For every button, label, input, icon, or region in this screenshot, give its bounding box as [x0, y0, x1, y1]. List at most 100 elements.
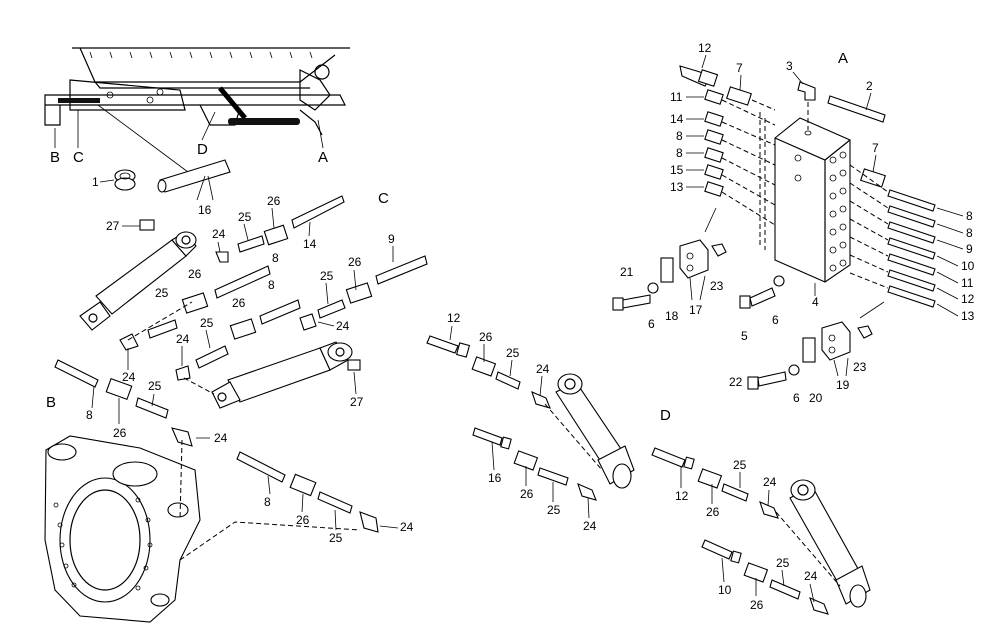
- label-a-23b: 23: [853, 360, 867, 374]
- label-m-24b: 24: [583, 519, 597, 533]
- label-a-6a: 6: [648, 317, 655, 331]
- label-d-25b: 25: [776, 556, 790, 570]
- label-d-26a: 26: [706, 505, 720, 519]
- label-a-2: 2: [866, 79, 873, 93]
- label-d-12: 12: [675, 489, 689, 503]
- nut-23b: [857, 325, 873, 339]
- label-a-8a: 8: [676, 129, 683, 143]
- right-fittings: [849, 164, 936, 308]
- washer-6a: [647, 282, 659, 294]
- overview-assembly: [44, 47, 350, 173]
- label-a-11: 11: [670, 90, 683, 104]
- label-b-8a: 8: [86, 408, 93, 422]
- label-a-22: 22: [729, 375, 743, 389]
- label-c-26a: 26: [267, 194, 281, 208]
- label-b-24a: 24: [214, 431, 228, 445]
- label-a-r9: 9: [966, 242, 973, 256]
- washer-6b: [773, 275, 785, 287]
- fitting-row-m1: [426, 335, 551, 409]
- spacer-18: [660, 257, 674, 283]
- label-d-24b: 24: [804, 569, 818, 583]
- label-c-25d: 25: [320, 269, 334, 283]
- label-m-24a: 24: [536, 362, 550, 376]
- cylinder-c-lower: [211, 341, 353, 409]
- steering-knuckle: [44, 435, 201, 623]
- washer-6c: [788, 364, 800, 376]
- cylinder-middle: [555, 373, 635, 489]
- plug-27b: [347, 359, 361, 371]
- label-c-26c: 26: [232, 296, 246, 310]
- label-c-25b: 25: [155, 286, 169, 300]
- label-a-19: 19: [836, 378, 850, 392]
- cylinder-d: [789, 479, 871, 608]
- label-c-25a: 25: [238, 210, 252, 224]
- label-c-9: 9: [388, 232, 395, 246]
- bolt-5: [739, 287, 776, 309]
- label-a-4: 4: [812, 295, 819, 309]
- label-c-24c: 24: [176, 332, 190, 346]
- label-a-20: 20: [809, 391, 823, 405]
- fitting-row-b2: [236, 451, 379, 533]
- label-c-27b: 27: [350, 395, 364, 409]
- label-d-10: 10: [718, 583, 732, 597]
- label-a-13: 13: [670, 180, 684, 194]
- fitting-row-c3: [175, 345, 229, 381]
- label-c-24a: 24: [212, 227, 226, 241]
- plug-27a: [139, 219, 155, 231]
- label-overview-d: D: [197, 141, 208, 158]
- label-a-8b: 8: [676, 146, 683, 160]
- label-a-23a: 23: [710, 279, 724, 293]
- label-a-6c: 6: [793, 391, 800, 405]
- label-b-26b: 26: [296, 513, 310, 527]
- label-b-26a: 26: [113, 426, 127, 440]
- label-a-r8a: 8: [966, 209, 973, 223]
- label-m-12: 12: [447, 311, 461, 325]
- label-a-r10: 10: [961, 259, 975, 273]
- clamp-19: [821, 321, 851, 361]
- label-a-r11: 11: [961, 276, 974, 290]
- label-c-24b: 24: [122, 370, 136, 384]
- label-overview-c: C: [73, 149, 84, 166]
- fitting-row-m2: [472, 427, 597, 501]
- pipe-2: [827, 95, 886, 123]
- label-d-24a: 24: [763, 475, 777, 489]
- label-a-7: 7: [736, 61, 743, 75]
- label-c-8a: 8: [272, 251, 279, 265]
- elbow-fitting-3: [797, 81, 816, 101]
- label-overview-b: B: [50, 149, 60, 166]
- label-b-8b: 8: [264, 495, 271, 509]
- label-m-25a: 25: [506, 346, 520, 360]
- section-b-title: B: [46, 394, 56, 411]
- section-a-title: A: [838, 50, 848, 67]
- label-a-r8b: 8: [966, 226, 973, 240]
- label-a-12: 12: [698, 41, 712, 55]
- label-a-r12: 12: [961, 292, 975, 306]
- section-c-title: C: [378, 190, 389, 207]
- label-c-25c: 25: [200, 316, 214, 330]
- nut-23a: [711, 243, 727, 257]
- label-b-25b: 25: [329, 531, 343, 545]
- label-a-18: 18: [665, 309, 679, 323]
- label-c-27a: 27: [106, 219, 120, 233]
- bolt-22: [747, 371, 787, 390]
- fitting-row-d1: [651, 447, 779, 519]
- label-16-overview: 16: [198, 203, 212, 217]
- label-b-25a: 25: [148, 379, 162, 393]
- bolt-21: [612, 294, 651, 311]
- label-a-r13: 13: [961, 309, 975, 323]
- label-c-26d: 26: [348, 255, 362, 269]
- label-1: 1: [92, 175, 99, 189]
- sleeve: [157, 159, 231, 193]
- label-a-7b: 7: [872, 141, 879, 155]
- label-a-17: 17: [689, 303, 703, 317]
- label-m-16: 16: [488, 471, 502, 485]
- label-a-15: 15: [670, 163, 684, 177]
- fitting-row-c4: [299, 255, 428, 331]
- fitting-row-b1: [54, 359, 193, 447]
- label-overview-a: A: [318, 149, 328, 166]
- fitting-row-c2: [119, 265, 301, 351]
- section-d-title: D: [660, 407, 671, 424]
- label-c-26b: 26: [188, 267, 202, 281]
- label-d-26b: 26: [750, 598, 764, 612]
